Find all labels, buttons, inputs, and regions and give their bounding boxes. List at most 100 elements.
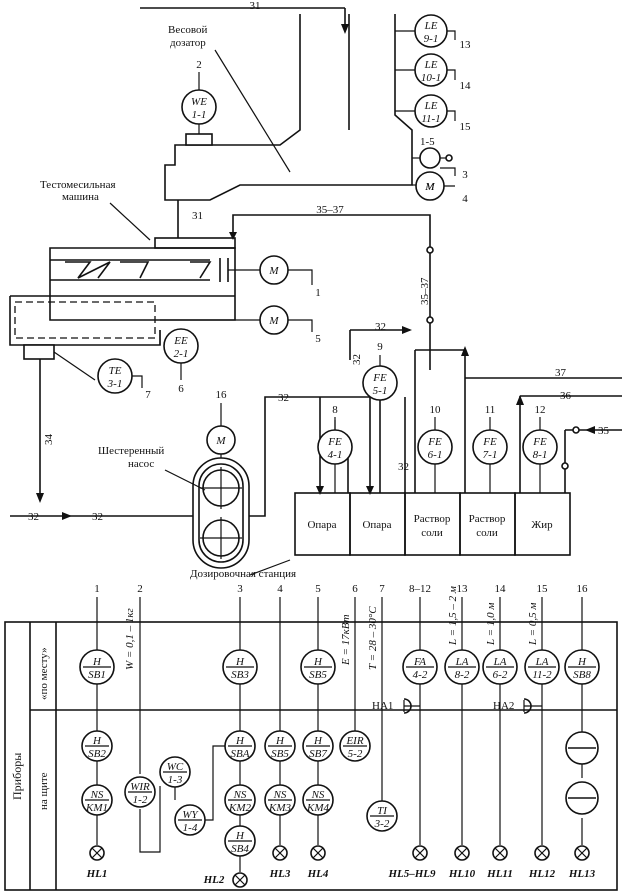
line-32-out-label: 32 <box>278 392 289 404</box>
te-sensor-tag: 3-1 <box>107 378 123 390</box>
fe-8-sensor-tag: 8-1 <box>533 449 548 461</box>
te-sensor-code: TE <box>109 365 122 377</box>
col-2: 2 <box>137 583 143 595</box>
le-9-sensor-number: 13 <box>460 39 472 51</box>
fe-4-sensor-number: 8 <box>332 404 338 416</box>
lamp-label-1: HL1 <box>86 868 108 880</box>
param-l14: L = 1,0 м <box>485 603 497 646</box>
line-31-top: 31 <box>140 0 349 34</box>
tank-2: Опара <box>362 519 391 531</box>
col-13: 13 <box>457 583 469 595</box>
panel-title: Приборы <box>10 753 24 800</box>
shield-wc-tag: 1-3 <box>168 774 183 786</box>
fe-4-sensor-code: FE <box>327 436 342 448</box>
motor-16-code: M <box>215 435 226 447</box>
shield-eir-code: EIR <box>345 735 363 747</box>
line-32-fe5-vlabel: 32 <box>351 354 363 365</box>
motor-5-number: 5 <box>315 333 321 345</box>
right-feeds: 37 36 35 <box>414 346 622 493</box>
shield-wy-code: WY <box>182 809 199 821</box>
col-16: 16 <box>577 583 589 595</box>
shield-ti: TI3-2 <box>366 800 398 832</box>
local-instr-5-tag: 8-2 <box>455 669 470 681</box>
line-35-label: 35 <box>598 425 610 437</box>
column-verticals <box>96 597 583 872</box>
weigher-label-1: Весовой <box>168 24 207 36</box>
fe-5-sensor-number: 9 <box>377 341 383 353</box>
motor-1-number: 1 <box>315 287 321 299</box>
panel-shield: на щите <box>38 772 50 810</box>
line-32-in-label-1: 32 <box>28 511 39 523</box>
shield-wc-code: WC <box>167 761 184 773</box>
local-instr-7-tag: 11-2 <box>532 669 552 681</box>
dosing-station: Опара Опара Раствор соли Раствор соли Жи… <box>294 492 571 556</box>
lamp-2: HL2 <box>203 872 248 888</box>
le-10-sensor-code: LE <box>424 59 438 71</box>
sb8-lamps <box>565 731 599 815</box>
lamp-8: HL12 <box>528 845 556 880</box>
motor-3-code: M <box>424 181 435 193</box>
lamp-1: HL1 <box>86 845 108 880</box>
line-34-label: 34 <box>43 434 55 446</box>
local-instr-3-tag: SB5 <box>309 669 327 681</box>
shield-sb5-tag: SB5 <box>271 748 289 760</box>
shield-km2-tag: KM2 <box>228 802 252 814</box>
motor-1-code: M <box>268 265 279 277</box>
fe-7-sensor: FE7-111 <box>472 404 508 465</box>
fe-8-sensor: FE8-112 <box>522 404 558 465</box>
line-31-label: 31 <box>250 0 261 12</box>
local-instr-6: LA6-2 <box>482 649 518 685</box>
motor-16-number: 16 <box>216 389 228 401</box>
weigher-leader <box>214 49 291 173</box>
le-9-sensor-tag: 9-1 <box>424 33 439 45</box>
param-e: E = 17кВт <box>340 614 352 666</box>
shield-sb7-code: H <box>313 735 323 747</box>
lamp-6: HL10 <box>448 845 476 880</box>
lamp-label-9: HL13 <box>568 868 596 880</box>
line-35-37-label: 35–37 <box>316 204 344 216</box>
local-instr-8-code: H <box>577 656 587 668</box>
ee-sensor-tag: 2-1 <box>174 348 189 360</box>
we-sensor-tag: 1-1 <box>192 109 207 121</box>
motor-4-anchor-code: M <box>424 181 435 193</box>
col-7: 7 <box>379 583 385 595</box>
fe-7-sensor-tag: 7-1 <box>483 449 498 461</box>
param-l13: L = 1,5 – 2 м <box>447 586 459 646</box>
pump-label-2: насос <box>128 458 154 470</box>
local-instr-1-tag: SB1 <box>88 669 106 681</box>
tank-3b: соли <box>421 527 443 539</box>
station-leader <box>249 559 291 576</box>
local-instr-6-code: LA <box>493 656 507 668</box>
line-36-label: 36 <box>560 390 572 402</box>
local-instr-4: FA4-2 <box>402 649 438 685</box>
line-31-mixer-label: 31 <box>192 210 203 222</box>
lamp-5: HL5–HL9 <box>387 845 436 880</box>
local-instr-4-code: FA <box>413 656 426 668</box>
le-10-sensor-tag: 10-1 <box>421 72 441 84</box>
shield-sb2-tag: SB2 <box>88 748 106 760</box>
lamp-label-4: HL4 <box>307 868 329 880</box>
te-sensor: TE3-17 <box>97 358 151 401</box>
shield-sb2-code: H <box>92 735 102 747</box>
gear-pump <box>192 440 250 569</box>
fe-5-sensor: FE5-19 <box>362 341 398 401</box>
tank-4: Раствор <box>469 513 506 525</box>
local-instr-6-tag: 6-2 <box>493 669 508 681</box>
valve-1-5: 1-5 <box>419 136 453 169</box>
shield-sb5-code: H <box>275 735 285 747</box>
fe-6-sensor-code: FE <box>427 436 442 448</box>
fe-8-sensor-number: 12 <box>535 404 546 416</box>
motor-1: M1 <box>259 255 321 299</box>
lamp-label-7: HL11 <box>486 868 513 880</box>
line-31-mixer: 31 <box>192 210 203 222</box>
